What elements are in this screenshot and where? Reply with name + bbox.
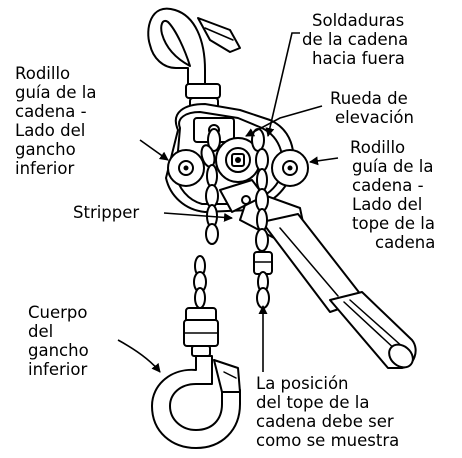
right-guide-roller: [271, 149, 309, 187]
label-posicion-tope: La posición del tope de la cadena debe s…: [256, 374, 399, 450]
hoist-illustration: [147, 7, 417, 449]
label-rodillo-gancho: Rodillo guía de la cadena - Lado del gan…: [15, 64, 102, 178]
left-guide-roller: [167, 149, 205, 187]
bottom-hook: [151, 307, 241, 449]
label-rueda-elevacion: Rueda de elevación: [330, 89, 414, 127]
load-wheel: [215, 137, 261, 183]
label-cuerpo-gancho: Cuerpo del gancho inferior: [28, 303, 94, 379]
label-stripper: Stripper: [73, 203, 139, 222]
label-soldaduras: Soldaduras de la cadena hacia fuera: [302, 11, 413, 68]
top-hook: [147, 7, 241, 121]
label-rodillo-tope: Rodillo guía de la cadena - Lado del top…: [350, 138, 440, 252]
leader-lines: [117, 32, 339, 373]
chain-lower: [193, 255, 207, 309]
chain-right: [251, 128, 273, 309]
chain-left-upper: [200, 128, 221, 245]
lever-handle: [261, 213, 417, 369]
